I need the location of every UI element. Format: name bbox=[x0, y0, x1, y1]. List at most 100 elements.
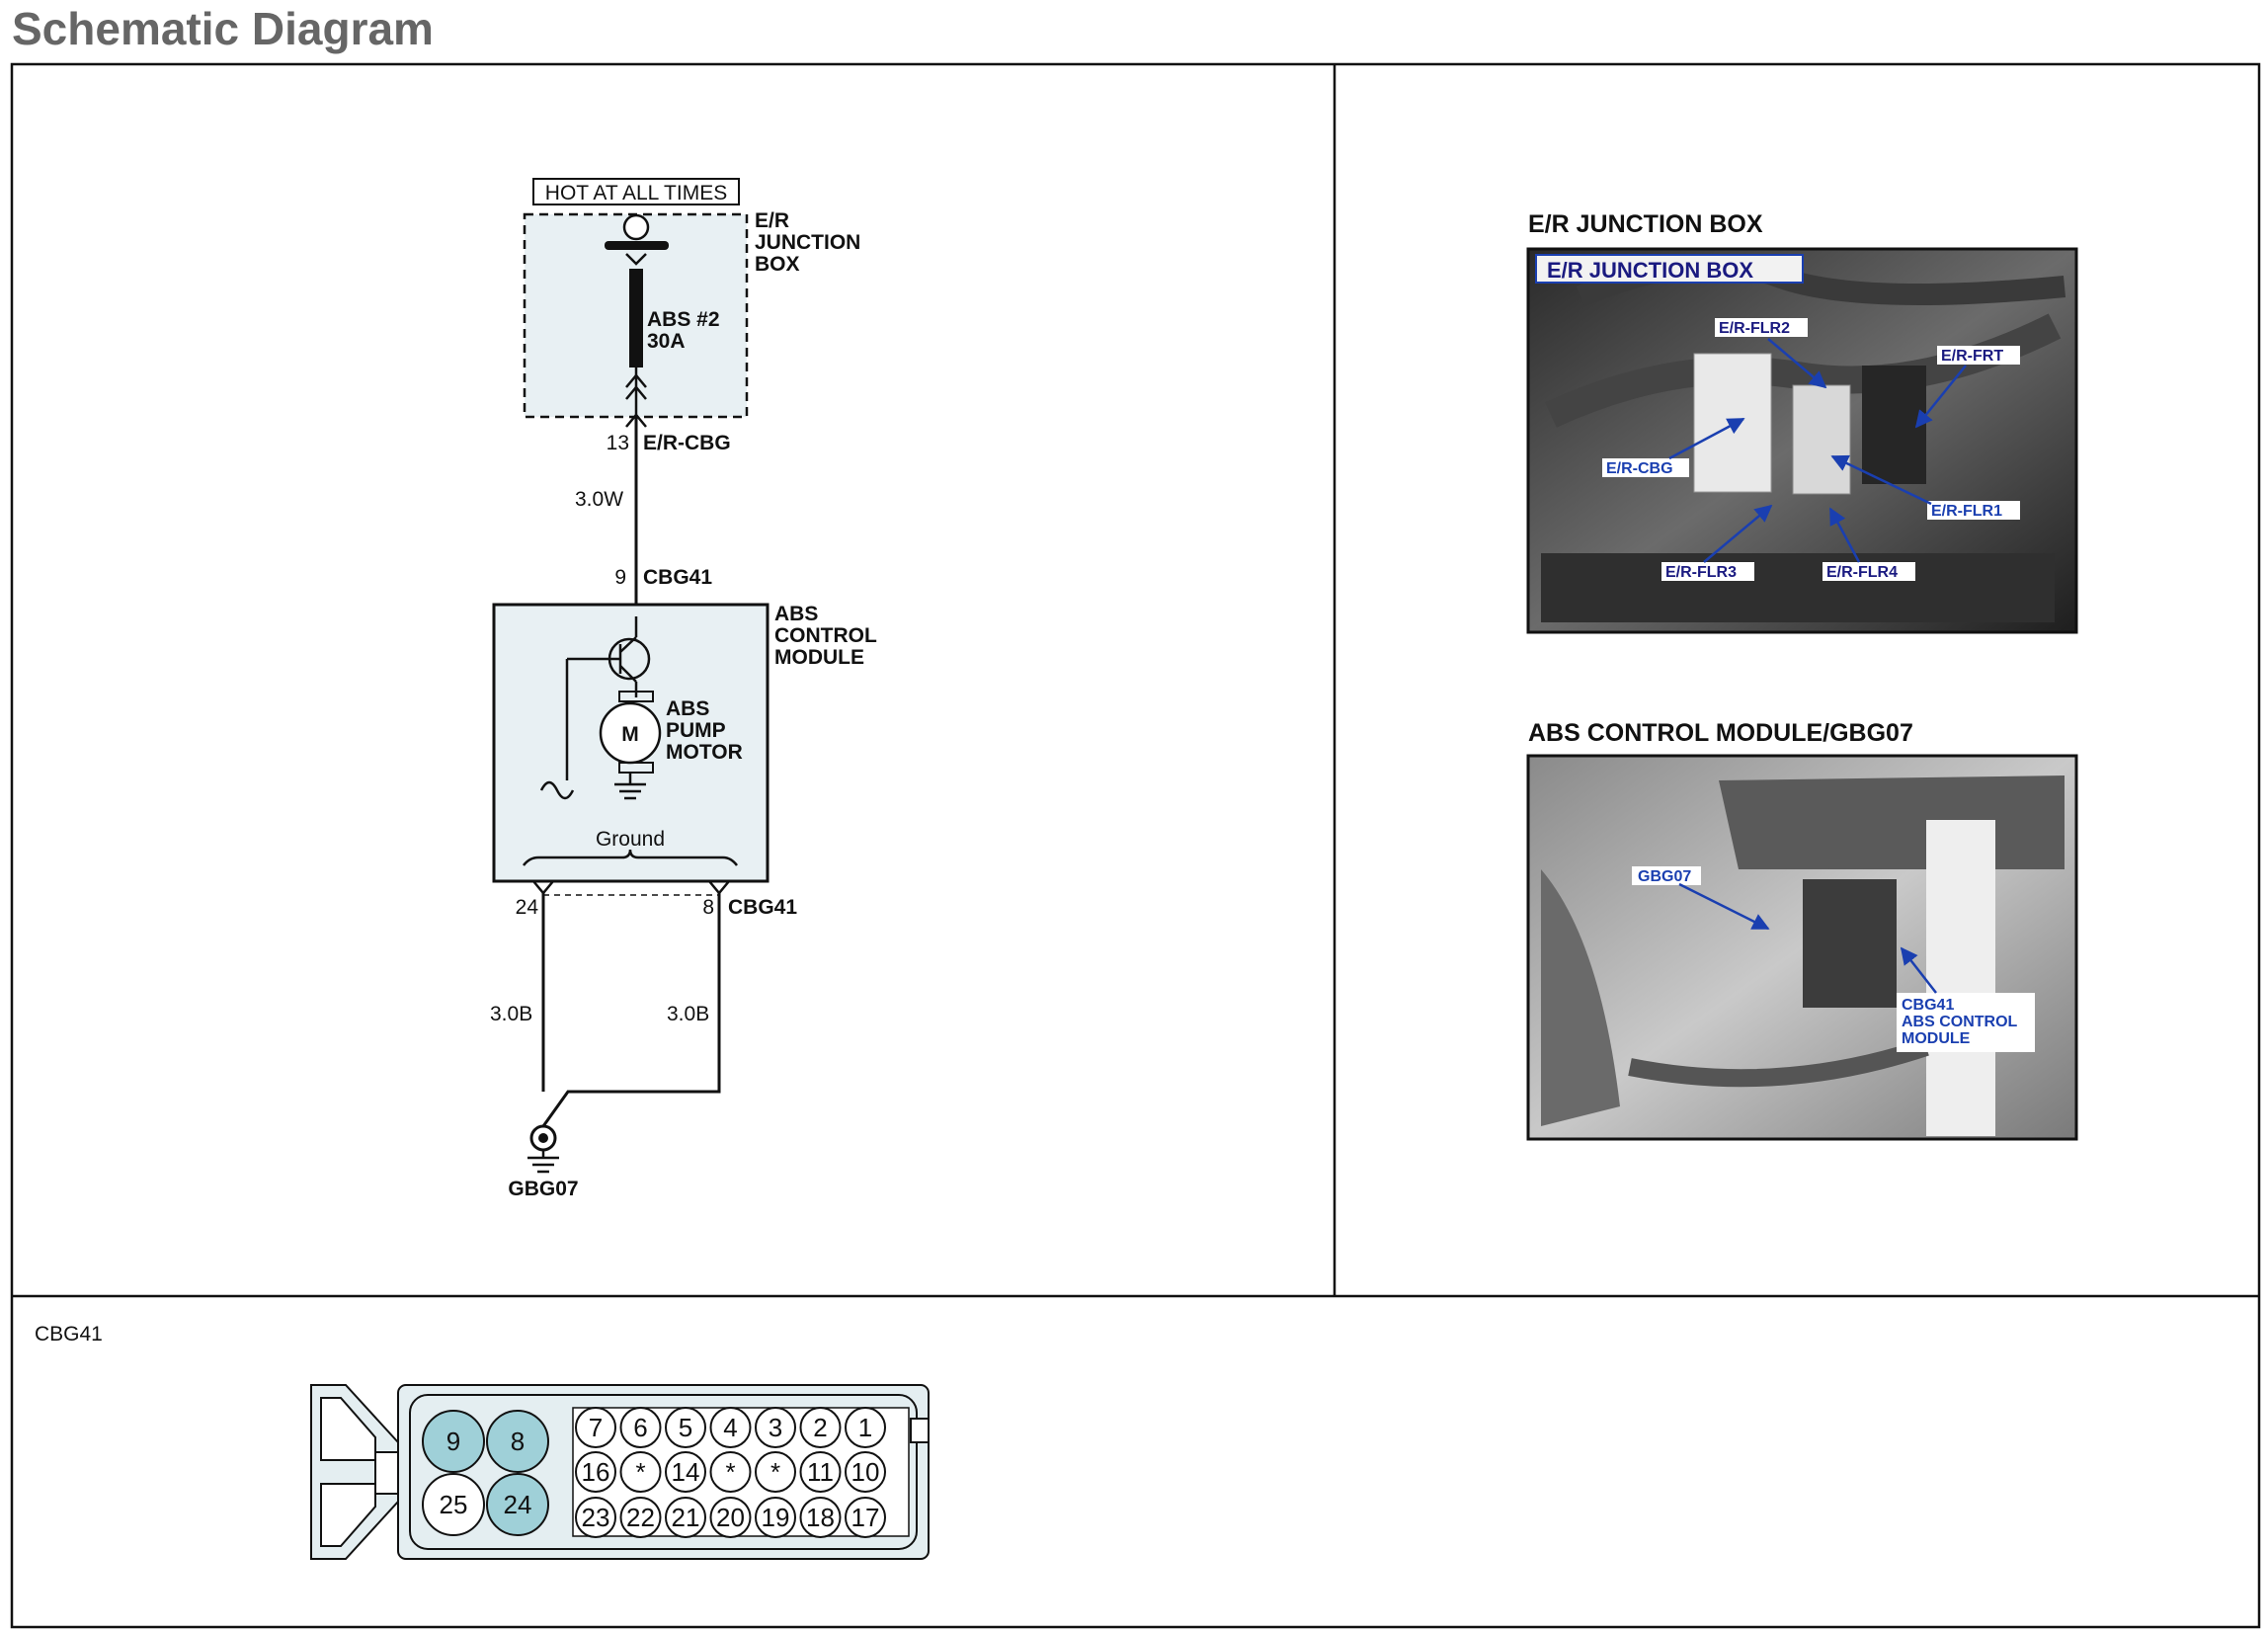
photo-abs: ABS CONTROL MODULE/GBG07 GBG07 CBG41 ABS… bbox=[1526, 719, 2078, 1141]
module-label-3: MODULE bbox=[774, 646, 864, 669]
pin-label: 8 bbox=[511, 1427, 525, 1456]
pin-label: 21 bbox=[672, 1503, 700, 1532]
module-label-2: CONTROL bbox=[774, 624, 877, 647]
pin-empty bbox=[619, 1451, 662, 1493]
junction-box-label-3: BOX bbox=[755, 253, 800, 276]
callout-er-flr4: E/R-FLR4 bbox=[1826, 564, 1898, 581]
pin-label: 17 bbox=[851, 1503, 880, 1532]
jb-photo-caption: E/R JUNCTION BOX bbox=[1528, 210, 1763, 238]
pin-label: 22 bbox=[626, 1503, 655, 1532]
pin-label: 3 bbox=[769, 1413, 782, 1442]
pin-24 bbox=[486, 1473, 549, 1536]
module-label-1: ABS bbox=[774, 603, 818, 625]
pin-3 bbox=[755, 1407, 796, 1448]
pin-empty bbox=[709, 1451, 752, 1493]
pin-19 bbox=[755, 1497, 796, 1538]
ground-brace bbox=[523, 849, 738, 866]
pin-label: 1 bbox=[858, 1413, 872, 1442]
jb-pin: 13 bbox=[607, 432, 629, 454]
pin-label: 11 bbox=[807, 1457, 834, 1487]
abs-photo-caption: ABS CONTROL MODULE/GBG07 bbox=[1528, 719, 1913, 747]
pin-label: 19 bbox=[762, 1503, 790, 1532]
abs-callouts: GBG07 CBG41 ABS CONTROL MODULE bbox=[1632, 866, 2035, 1052]
jb-callouts: E/R-FLR2 E/R-FRT E/R-CBG E/R-FLR1 E/R-FL… bbox=[1602, 318, 2020, 581]
wire-right-label: 3.0B bbox=[667, 1003, 709, 1025]
junction-box-label-2: JUNCTION bbox=[755, 231, 860, 254]
fuse-label-1: ABS #2 bbox=[647, 308, 720, 331]
callout-er-flr2: E/R-FLR2 bbox=[1719, 320, 1790, 337]
pin-label: 18 bbox=[806, 1503, 835, 1532]
connector-name: CBG41 bbox=[35, 1323, 103, 1346]
callout-er-frt: E/R-FRT bbox=[1941, 348, 2003, 365]
pin-6 bbox=[619, 1407, 662, 1448]
page-title: Schematic Diagram bbox=[12, 3, 434, 54]
module-pin-top: 9 bbox=[614, 566, 626, 589]
battery-terminal-icon bbox=[622, 213, 650, 241]
jb-inner-title: E/R JUNCTION BOX bbox=[1547, 258, 1753, 283]
pin-label: 23 bbox=[582, 1503, 610, 1532]
pin-label: 4 bbox=[723, 1413, 737, 1442]
module-connector-bottom: CBG41 bbox=[728, 896, 797, 919]
pin-14 bbox=[665, 1451, 706, 1493]
motor-symbol: M bbox=[621, 723, 639, 746]
jb-connector: E/R-CBG bbox=[643, 432, 731, 454]
pin-9 bbox=[422, 1410, 485, 1473]
callout-er-cbg: E/R-CBG bbox=[1606, 460, 1673, 477]
hot-label: HOT AT ALL TIMES bbox=[545, 182, 727, 204]
callout-abs-control: ABS CONTROL bbox=[1902, 1014, 2018, 1030]
pin-17 bbox=[845, 1497, 886, 1538]
pin-20 bbox=[709, 1497, 752, 1538]
junction-box-label-1: E/R bbox=[755, 209, 789, 232]
motor-label-3: MOTOR bbox=[666, 741, 743, 764]
internal-ground-icon bbox=[614, 782, 646, 800]
callout-er-flr1: E/R-FLR1 bbox=[1931, 503, 2002, 520]
pin-8 bbox=[486, 1410, 549, 1473]
pin-2 bbox=[799, 1407, 842, 1448]
pin-label: * bbox=[725, 1457, 735, 1487]
bus-bar bbox=[605, 241, 669, 250]
pin-23 bbox=[575, 1497, 616, 1538]
pin-label: 25 bbox=[440, 1490, 468, 1519]
pin-10 bbox=[845, 1451, 886, 1493]
pin-right: 8 bbox=[702, 896, 714, 919]
frame bbox=[10, 62, 2261, 1629]
callout-module: MODULE bbox=[1902, 1030, 1971, 1047]
photo-jb: E/R JUNCTION BOX E/R JUNCTION BOX E/R-FL… bbox=[1526, 210, 2078, 634]
pin-label: 9 bbox=[446, 1427, 460, 1456]
pin-label: 24 bbox=[504, 1490, 532, 1519]
pin-label: 7 bbox=[589, 1413, 603, 1442]
pin-5 bbox=[665, 1407, 706, 1448]
pin-label: * bbox=[635, 1457, 645, 1487]
pin-label: * bbox=[770, 1457, 780, 1487]
pin-label: 14 bbox=[672, 1457, 700, 1487]
callout-gbg07: GBG07 bbox=[1638, 868, 1691, 885]
pin-25 bbox=[422, 1473, 485, 1536]
pin-label: 2 bbox=[813, 1413, 827, 1442]
pin-left: 24 bbox=[516, 896, 539, 919]
callout-cbg41: CBG41 bbox=[1902, 997, 1954, 1014]
pin-11 bbox=[799, 1451, 842, 1493]
pin-7 bbox=[575, 1407, 616, 1448]
ground-point-icon bbox=[527, 1124, 559, 1174]
motor-label-1: ABS bbox=[666, 697, 709, 720]
wire-left-label: 3.0B bbox=[490, 1003, 532, 1025]
pin-label: 5 bbox=[679, 1413, 692, 1442]
fuse-icon bbox=[629, 269, 643, 367]
hot-label-box bbox=[532, 178, 740, 205]
pin-16 bbox=[575, 1451, 616, 1493]
pin-label: 10 bbox=[851, 1457, 880, 1487]
pin-1 bbox=[845, 1407, 886, 1448]
ground-text: Ground bbox=[596, 828, 665, 851]
pin-18 bbox=[799, 1497, 842, 1538]
pin-4 bbox=[709, 1407, 752, 1448]
fuse-label-2: 30A bbox=[647, 330, 686, 353]
control-signal-icon bbox=[539, 780, 575, 800]
callout-er-flr3: E/R-FLR3 bbox=[1665, 564, 1737, 581]
pin-22 bbox=[619, 1497, 662, 1538]
pin-empty bbox=[755, 1451, 796, 1493]
wire-top-label: 3.0W bbox=[575, 488, 623, 511]
large-pins: 9 8 25 24 bbox=[422, 1410, 549, 1536]
